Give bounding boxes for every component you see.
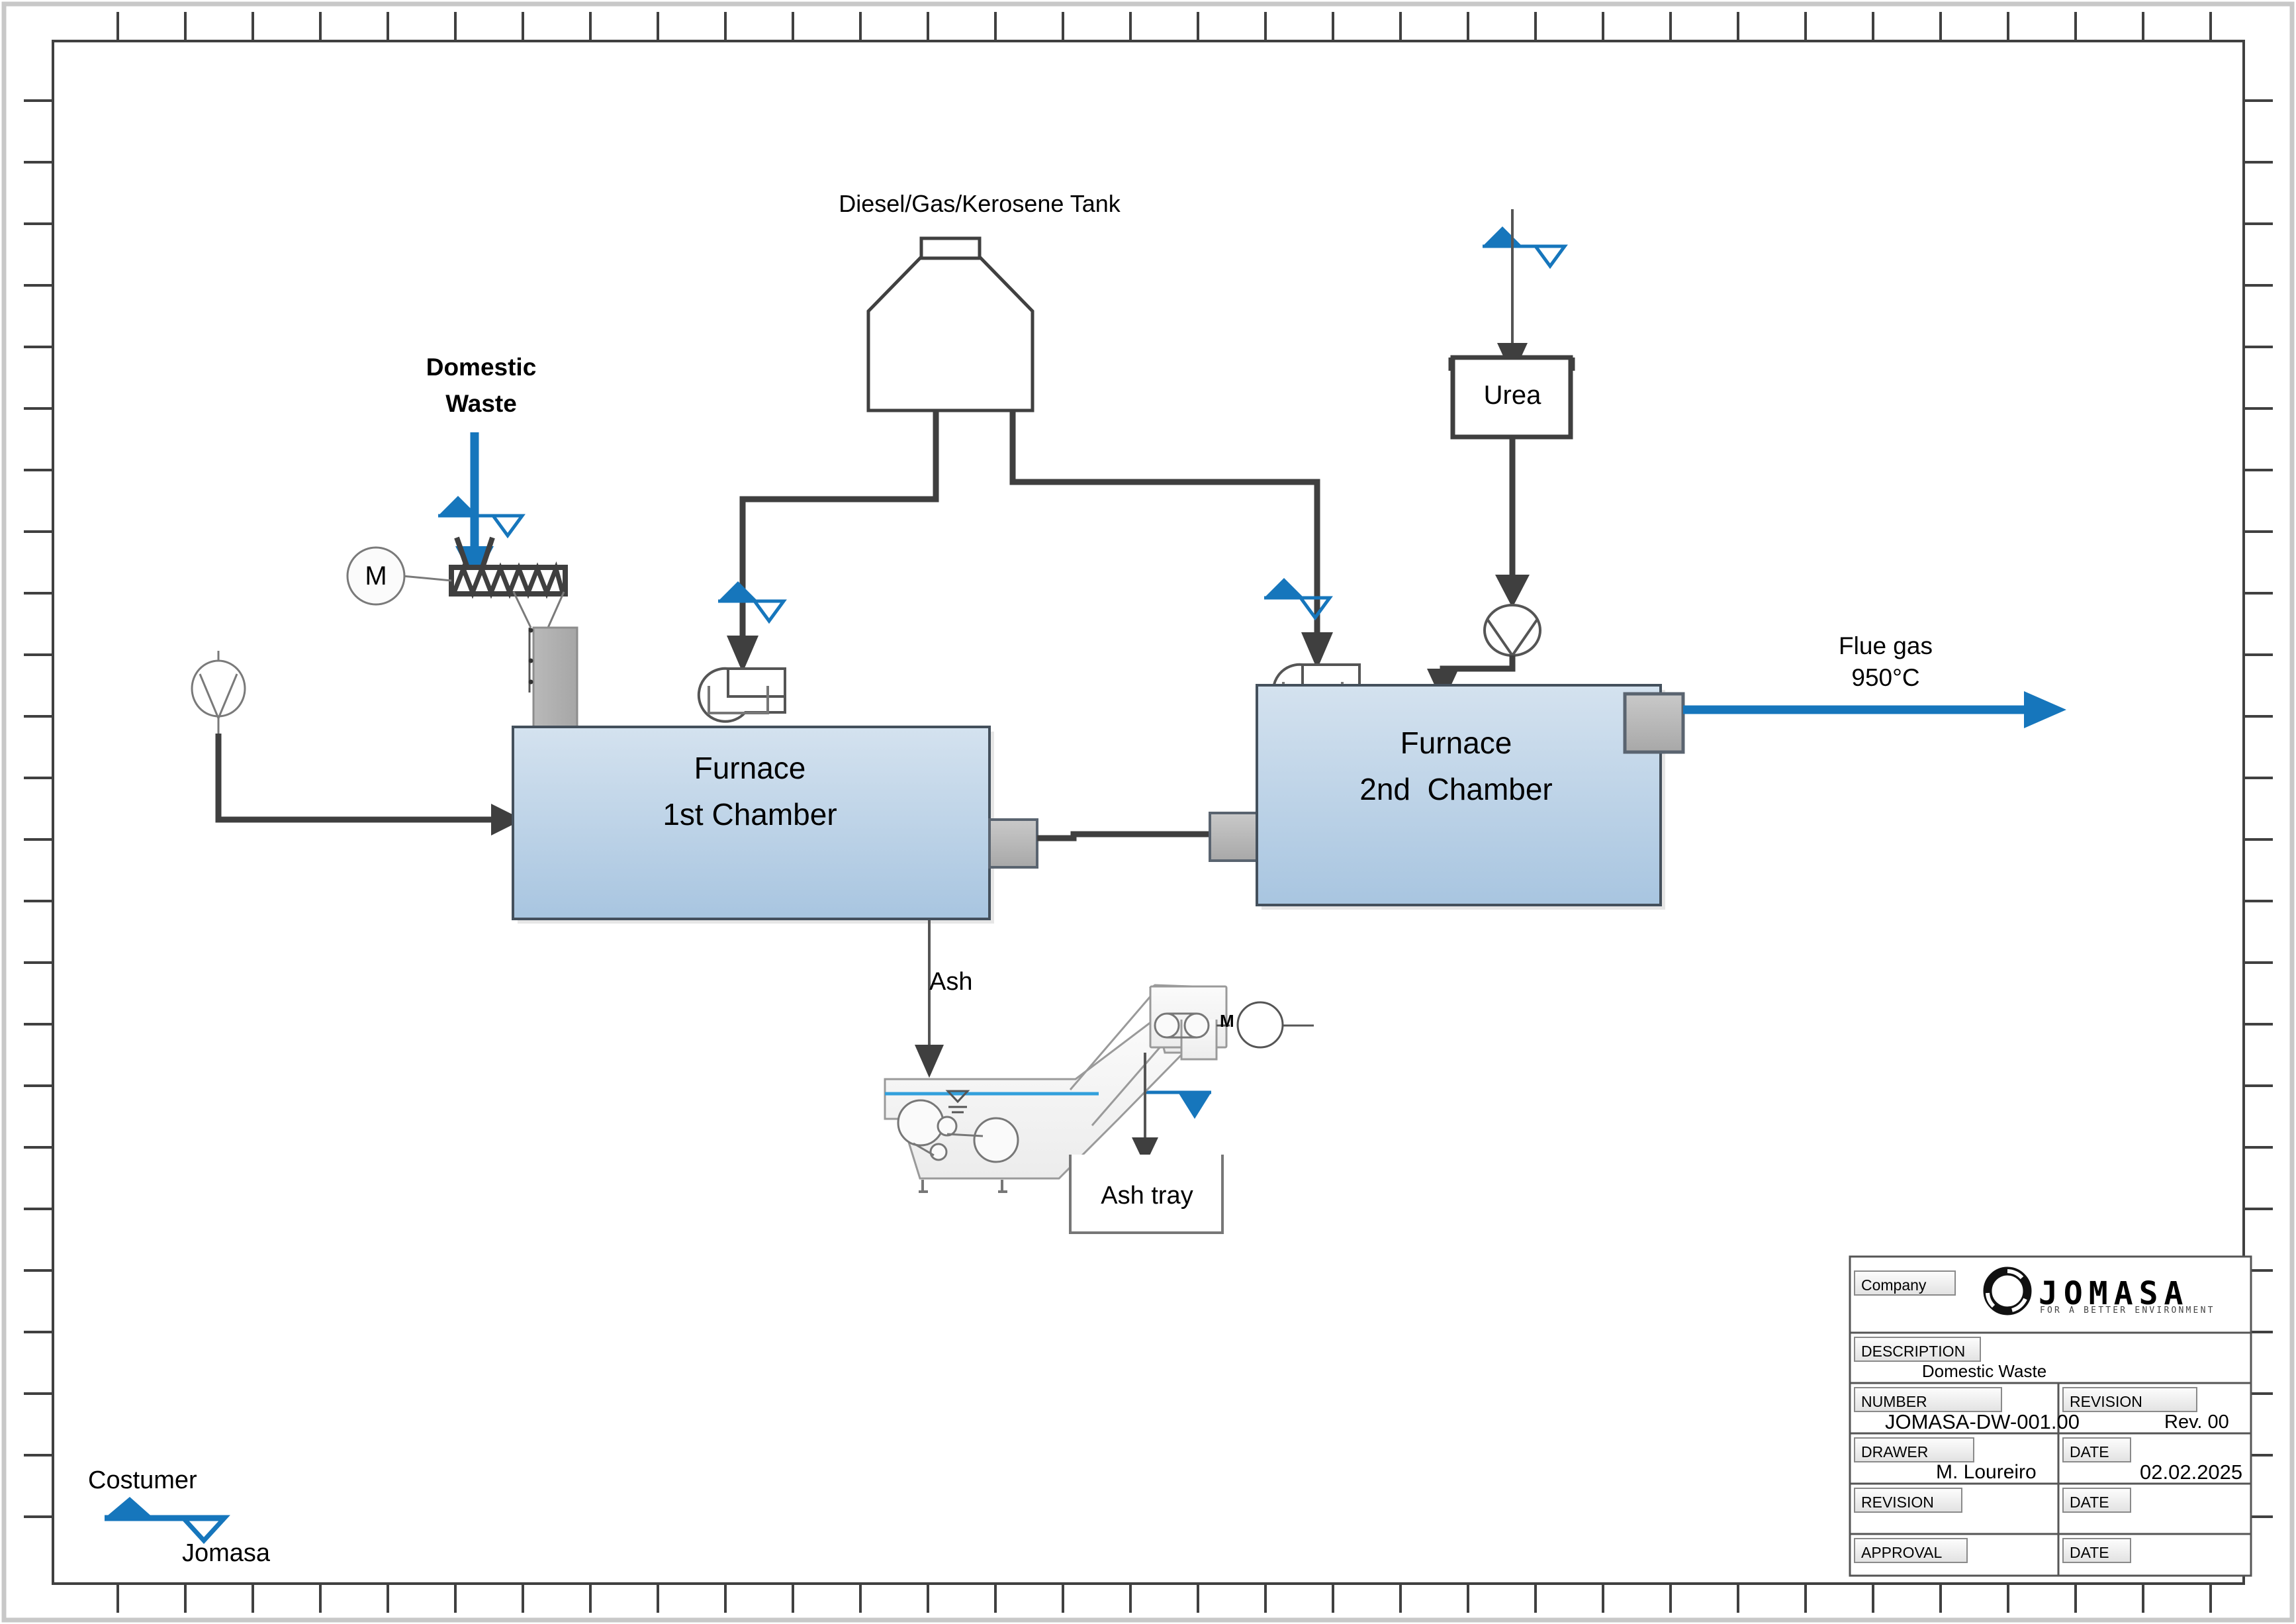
urea-tank (1448, 355, 1575, 440)
fuel-tank-label: Diesel/Gas/Kerosene Tank (839, 190, 1121, 217)
fuel-piping (739, 410, 1320, 636)
legend-supplier-label: Jomasa (182, 1539, 271, 1567)
title-date-tag: DATE (2070, 1443, 2109, 1460)
title-date2-tag: DATE (2070, 1494, 2109, 1511)
motor-label-conveyor: M (1220, 1011, 1234, 1031)
battery-limit-flag-icon (1483, 226, 1568, 269)
furnace-2-label-line2: 2nd Chamber (1359, 772, 1553, 806)
title-number-value: JOMASA-DW-001.00 (1885, 1410, 2080, 1433)
title-approval-tag: APPROVAL (1861, 1544, 1943, 1561)
battery-limit-flag-icon (438, 496, 526, 539)
title-description-value: Domestic Waste (1921, 1361, 2047, 1381)
legend-customer-label: Costumer (88, 1466, 197, 1494)
furnace-1-outlet-port (988, 818, 1038, 869)
domestic-waste-label-line2: Waste (445, 390, 517, 417)
jomasa-logo-tagline: FOR A BETTER ENVIRONMENT (2040, 1306, 2215, 1315)
fuel-piping-arrowheads (727, 632, 1333, 673)
jomasa-logo-icon (1983, 1266, 2032, 1315)
furnace-1-label-line2: 1st Chamber (663, 797, 837, 832)
title-revision-value: Rev. 00 (2164, 1411, 2229, 1433)
combustion-air-line (215, 734, 523, 836)
title-drawer-tag: DRAWER (1861, 1443, 1929, 1460)
title-drawer-value: M. Loureiro (1936, 1461, 2037, 1483)
fuel-tank-symbol (866, 236, 1034, 412)
flue-gas-line (1683, 691, 2066, 728)
ash-discharge-line (1132, 1053, 1158, 1165)
urea-discharge-line (1495, 437, 1530, 608)
domestic-waste-label-line1: Domestic (426, 354, 537, 381)
furnace-1st-chamber (512, 726, 994, 924)
title-revision2-tag: REVISION (1861, 1494, 1934, 1511)
title-description-tag: DESCRIPTION (1861, 1343, 1966, 1360)
title-number-tag: NUMBER (1861, 1393, 1927, 1410)
ash-tray-label: Ash tray (1101, 1182, 1193, 1210)
battery-limit-flag-icon (1264, 578, 1333, 621)
motor-icon (346, 546, 452, 606)
title-company-tag: Company (1861, 1276, 1927, 1294)
urea-label: Urea (1483, 381, 1541, 410)
ash-label: Ash (929, 968, 973, 996)
furnace-1-label-line1: Furnace (694, 751, 806, 785)
ash-drop-line (915, 920, 944, 1078)
pump-icon (191, 651, 246, 735)
title-revision-tag: REVISION (2070, 1393, 2142, 1410)
feed-chute (512, 591, 578, 732)
furnace-2-inlet-port (1209, 812, 1259, 862)
screw-conveyor-icon (449, 536, 568, 599)
title-date3-tag: DATE (2070, 1544, 2109, 1561)
title-date-value: 02.02.2025 (2140, 1460, 2243, 1484)
ash-tray-box (1069, 1155, 1224, 1234)
flue-gas-label-line1: Flue gas (1839, 632, 1933, 659)
title-block (1849, 1255, 2252, 1577)
ash-conveyor (884, 984, 1228, 1193)
motor-label-feeder: M (365, 561, 387, 591)
furnace-2-outlet-port (1623, 692, 1685, 754)
legend-battery-limit-icon (105, 1497, 230, 1545)
jomasa-logo-text: JOMASA (2039, 1275, 2189, 1312)
pump-icon (1483, 604, 1541, 658)
furnace-2-label-line1: Furnace (1400, 726, 1512, 760)
motor-icon (1217, 1001, 1314, 1049)
battery-limit-flag-icon (718, 581, 787, 624)
furnace-2nd-chamber (1256, 684, 1665, 910)
flue-gas-label-line2: 950°C (1851, 664, 1920, 691)
blower-icon (697, 667, 786, 723)
